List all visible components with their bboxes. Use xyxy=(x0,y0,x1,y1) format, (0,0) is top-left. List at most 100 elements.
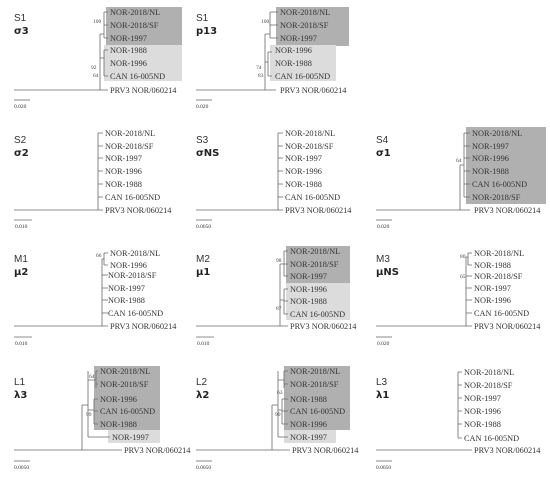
taxon-label: PRV3 NOR/060214 xyxy=(290,322,357,331)
taxon-label: NOR-1988 xyxy=(290,395,327,404)
taxon-label: NOR-2018/NL xyxy=(105,129,155,138)
panel-s3-sigmaNS: S3 σNS NOR-2018/NL NOR-2018/SF NOR-1997 … xyxy=(196,129,352,230)
taxon-label: NOR-1988 xyxy=(474,261,511,270)
protein-label: μNS xyxy=(376,267,399,278)
taxon-label: CAN 16-005ND xyxy=(290,407,345,416)
taxon-label: NOR-2018/NL xyxy=(464,368,514,377)
taxon-label: NOR-1996 xyxy=(285,167,322,176)
taxon-label: NOR-1997 xyxy=(474,284,511,293)
taxon-label: NOR-2018/SF xyxy=(290,380,339,389)
panel-m1-mu2: M1 μ2 NOR-2018/NL NOR-1996 NOR-2018/SF N… xyxy=(14,249,177,347)
taxon-label: NOR-1988 xyxy=(285,180,322,189)
taxon-label: CAN 16-005ND xyxy=(105,193,160,202)
taxon-label: NOR-1997 xyxy=(464,394,501,403)
protein-label: λ3 xyxy=(14,390,27,401)
taxon-label: NOR-1996 xyxy=(275,46,312,55)
segment-label: S1 xyxy=(196,13,209,24)
taxon-label: NOR-2018/SF xyxy=(472,193,521,202)
taxon-label: NOR-2018/SF xyxy=(285,142,334,151)
segment-label: S1 xyxy=(14,13,27,24)
segment-label: L1 xyxy=(14,377,26,388)
taxon-label: PRV3 NOR/060214 xyxy=(280,86,347,95)
taxon-label: CAN 16-005ND xyxy=(110,72,165,81)
taxon-label: PRV3 NOR/060214 xyxy=(474,446,541,455)
highlight-box xyxy=(466,127,546,204)
tree-branches xyxy=(14,370,122,451)
taxon-label: NOR-1988 xyxy=(105,180,142,189)
bootstrap-value: 74 xyxy=(256,65,262,71)
bootstrap-value: 100 xyxy=(261,19,270,25)
taxon-label: NOR-1997 xyxy=(290,272,327,281)
panel-l2-lambda2: L2 λ2 NOR-2018/NL NOR-2018/SF NOR-1988 C… xyxy=(196,366,359,471)
taxon-label: PRV3 NOR/060214 xyxy=(105,206,172,215)
taxon-label: NOR-2018/SF xyxy=(110,21,159,30)
bootstrap-value: 64 xyxy=(93,73,99,79)
tree-branches xyxy=(14,132,103,211)
highlight-box xyxy=(284,430,336,443)
scale-label: 0.010 xyxy=(15,224,28,230)
segment-label: L3 xyxy=(376,377,388,388)
panel-m3-muNS: M3 μNS NOR-2018/NL NOR-1988 NOR-2018/SF … xyxy=(376,249,541,347)
scale-label: 0.0050 xyxy=(196,224,211,230)
protein-label: σ2 xyxy=(14,148,29,159)
taxon-label: NOR-2018/SF xyxy=(280,21,329,30)
bootstrap-value: 64 xyxy=(456,158,462,164)
bootstrap-value: 63 xyxy=(277,390,283,396)
bootstrap-value: 64 xyxy=(89,374,95,380)
tree-branches xyxy=(376,252,472,327)
taxon-label: PRV3 NOR/060214 xyxy=(474,206,541,215)
scale-label: 0.0050 xyxy=(196,465,211,471)
scale-label: 0.020 xyxy=(377,341,390,347)
bootstrap-value: 99 xyxy=(86,412,92,418)
taxon-label: NOR-1997 xyxy=(290,433,327,442)
taxon-label: CAN 16-005ND xyxy=(100,407,155,416)
scale-label: 0.020 xyxy=(14,104,27,110)
taxon-label: NOR-1988 xyxy=(290,297,327,306)
bootstrap-value: 100 xyxy=(93,19,102,25)
taxon-label: PRV3 NOR/060214 xyxy=(285,206,352,215)
taxon-label: PRV3 NOR/060214 xyxy=(292,446,359,455)
taxon-label: NOR-1997 xyxy=(108,284,145,293)
protein-label: σ3 xyxy=(14,26,29,37)
tree-branches xyxy=(14,11,108,91)
taxon-label: NOR-2018/NL xyxy=(100,367,150,376)
tree-branches xyxy=(14,252,108,327)
highlight-box xyxy=(108,430,160,443)
taxon-label: NOR-2018/SF xyxy=(474,272,523,281)
taxon-label: NOR-1988 xyxy=(100,420,137,429)
taxon-label: NOR-2018/NL xyxy=(290,247,340,256)
tree-branches xyxy=(196,11,278,91)
taxon-label: NOR-2018/SF xyxy=(290,260,339,269)
taxon-label: NOR-2018/NL xyxy=(474,249,524,258)
taxon-label: NOR-1988 xyxy=(464,420,501,429)
bootstrap-value: 83 xyxy=(258,73,264,79)
taxon-label: NOR-2018/SF xyxy=(108,271,157,280)
scale-label: 0.020 xyxy=(377,224,390,230)
scale-label: 0.010 xyxy=(15,341,28,347)
bootstrap-value: 92 xyxy=(91,65,97,71)
bootstrap-value: 99 xyxy=(275,412,281,418)
taxon-label: NOR-1996 xyxy=(464,407,501,416)
taxon-label: NOR-1988 xyxy=(472,167,509,176)
highlight-box xyxy=(94,366,160,430)
segment-label: S4 xyxy=(376,135,389,146)
taxon-label: CAN 16-005ND xyxy=(108,309,163,318)
bootstrap-value: 98 xyxy=(276,258,282,264)
tree-branches xyxy=(196,250,288,327)
taxon-label: NOR-1996 xyxy=(110,261,147,270)
taxon-label: NOR-1988 xyxy=(108,296,145,305)
segment-label: L2 xyxy=(196,377,208,388)
highlight-box xyxy=(284,366,350,430)
taxon-label: NOR-2018/NL xyxy=(472,129,522,138)
protein-label: λ1 xyxy=(376,390,389,401)
highlight-box xyxy=(276,7,349,46)
taxon-label: NOR-1996 xyxy=(110,59,147,68)
protein-label: σ1 xyxy=(376,148,391,159)
taxon-label: NOR-1997 xyxy=(110,34,147,43)
taxon-label: PRV3 NOR/060214 xyxy=(110,86,177,95)
panel-s4-sigma1: S4 σ1 NOR-2018/NL NOR-1997 NOR-1996 NOR-… xyxy=(376,127,546,230)
bootstrap-value: 87 xyxy=(276,306,282,312)
scale-label: 0.0050 xyxy=(376,465,391,471)
highlight-box xyxy=(286,246,350,283)
taxon-label: NOR-2018/SF xyxy=(105,142,154,151)
